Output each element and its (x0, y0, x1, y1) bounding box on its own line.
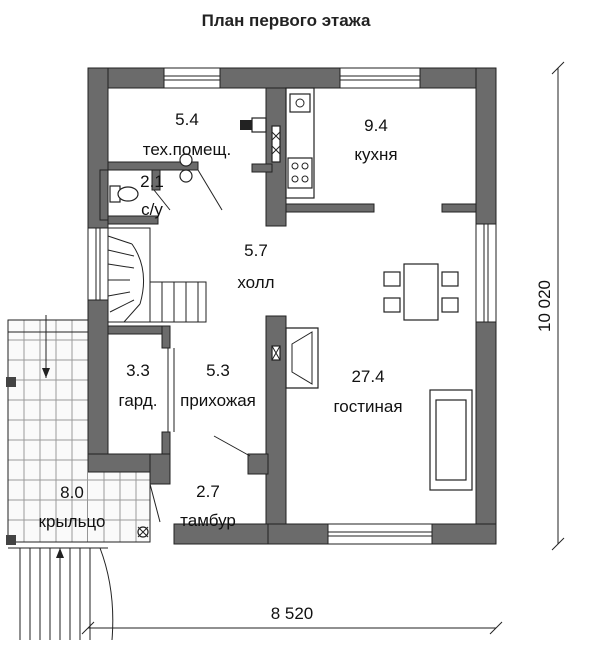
vent-duct-icon (271, 125, 281, 163)
doors (149, 169, 251, 523)
room-name-kitchen: кухня (354, 145, 397, 164)
stove-icon (287, 157, 313, 189)
height-dimension-label: 10 020 (535, 280, 554, 332)
dimension-width: 8 520 (81, 604, 503, 635)
room-name-wc: с/у (141, 200, 163, 219)
kitchen-fixtures (271, 87, 315, 199)
room-area-vestibule: 2.7 (196, 482, 220, 501)
porch-column (6, 535, 16, 545)
room-area-tech: 5.4 (175, 110, 199, 129)
boiler-icon (240, 120, 252, 130)
fireplace-icon (285, 327, 319, 389)
room-area-wc: 2.1 (140, 172, 164, 191)
windows (87, 67, 497, 545)
living-furniture (137, 263, 473, 538)
porch-steps (8, 547, 114, 641)
room-area-hallway: 5.3 (206, 361, 230, 380)
bathroom-fixtures (109, 117, 267, 203)
sink-icon (289, 93, 311, 113)
room-area-living: 27.4 (351, 367, 384, 386)
walls (87, 67, 497, 545)
room-labels: 5.4 тех.помещ. 9.4 кухня 2.1 с/у 5.7 хол… (39, 110, 403, 531)
room-name-hallway: прихожая (180, 391, 256, 410)
dining-table-icon (403, 263, 439, 321)
plan-title: План первого этажа (202, 11, 371, 30)
dimension-height: 10 020 (535, 61, 565, 551)
porch-column (6, 377, 16, 387)
washbasin-icon (179, 153, 193, 167)
arrow-down-icon (42, 368, 50, 378)
room-area-wardrobe: 3.3 (126, 361, 150, 380)
room-name-porch: крыльцо (39, 512, 106, 531)
width-dimension-label: 8 520 (271, 604, 314, 623)
room-name-hall: холл (237, 273, 274, 292)
room-name-wardrobe: гард. (119, 391, 158, 410)
room-area-porch: 8.0 (60, 483, 84, 502)
porch-grid (8, 320, 130, 542)
room-area-kitchen: 9.4 (364, 116, 388, 135)
staircase (107, 227, 207, 323)
room-name-tech: тех.помещ. (143, 140, 231, 159)
room-name-vestibule: тамбур (180, 511, 236, 530)
room-area-hall: 5.7 (244, 241, 268, 260)
room-name-living: гостиная (333, 397, 402, 416)
arrow-up-icon (56, 548, 64, 558)
